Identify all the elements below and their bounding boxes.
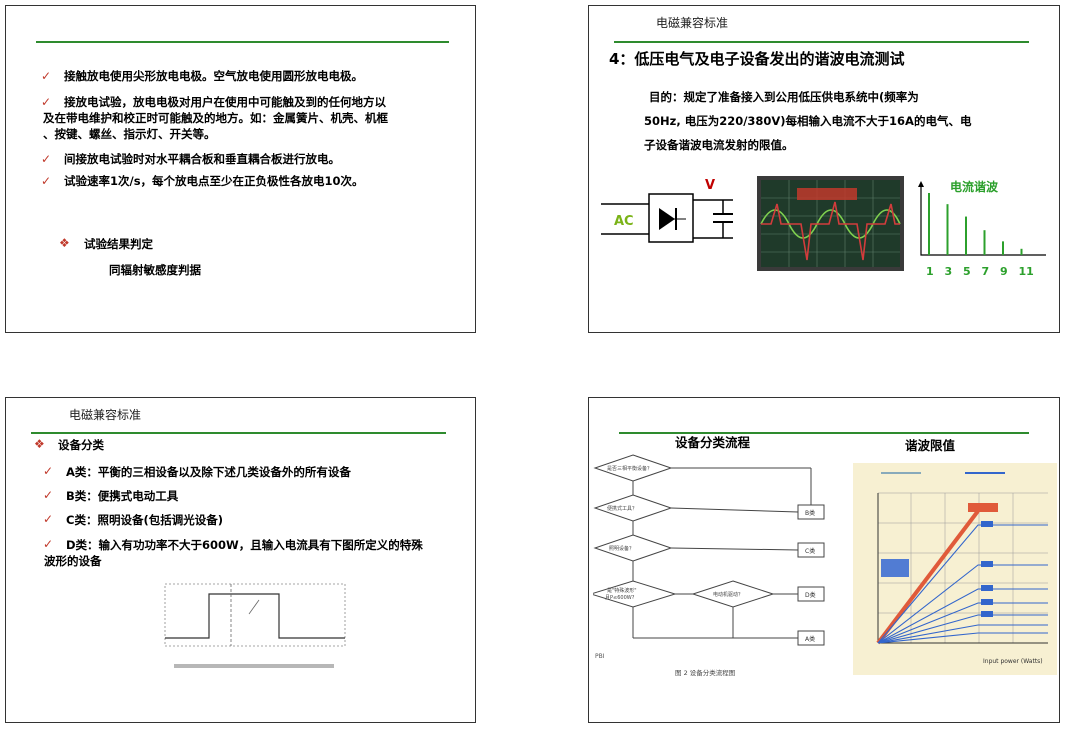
svg-text:便携式工具？: 便携式工具？ bbox=[607, 505, 637, 512]
class-d-item-cont: 波形的设备 bbox=[44, 554, 102, 568]
flow-box-a: A类 bbox=[805, 635, 815, 643]
rectifier-diagram bbox=[601, 193, 733, 243]
check-icon: ✓ bbox=[41, 95, 52, 109]
classification-flowchart: 是否三相平衡设备？ 便携式工具？ 照明设备？ 是"特殊波形" 且P≤600W? … bbox=[593, 454, 825, 660]
flow-box-c: C类 bbox=[805, 547, 815, 555]
flow-caption: 图 2 设备分类流程图 bbox=[675, 669, 736, 677]
harmonic-tick-label: 11 bbox=[1019, 265, 1034, 278]
slide-header: 电磁兼容标准 bbox=[69, 408, 142, 422]
diamond-bullet-icon: ❖ bbox=[59, 236, 70, 250]
class-c-item: C类：照明设备(包括调光设备) bbox=[66, 513, 223, 527]
header-rule bbox=[31, 432, 446, 434]
harmonic-tick-label: 5 bbox=[963, 265, 971, 278]
slide-title: 4：低压电气及电子设备发出的谐波电流测试 bbox=[609, 50, 905, 68]
header-rule bbox=[36, 41, 449, 43]
class-d-item: D类：输入有功功率不大于600W，且输入电流具有下图所定义的特殊 bbox=[66, 538, 423, 552]
oscilloscope-waveform bbox=[757, 176, 904, 271]
slide-header: 电磁兼容标准 bbox=[656, 16, 729, 30]
v-label: V bbox=[705, 178, 716, 193]
class-d-waveform-figure bbox=[164, 583, 346, 668]
class-a-item: A类：平衡的三相设备以及除下述几类设备外的所有设备 bbox=[66, 465, 351, 479]
purpose-line-2: 50Hz, 电压为220/380V)每相输入电流不大于16A的电气、电 bbox=[644, 114, 972, 128]
section-title: 设备分类 bbox=[58, 438, 104, 452]
harmonic-limit-chart: Input power (Watts) bbox=[853, 463, 1057, 675]
svg-text:电动机驱动？: 电动机驱动？ bbox=[713, 591, 743, 598]
slide-esd-test[interactable]: ✓ 接触放电使用尖形放电电极。空气放电使用圆形放电电极。 ✓ 接放电试验，放电电… bbox=[5, 5, 476, 333]
slide-classification-flow[interactable]: 设备分类流程 谐波限值 是否三相平衡设备 bbox=[588, 397, 1060, 723]
harmonic-tick-label: 1 bbox=[926, 265, 934, 278]
slide-equipment-class[interactable]: 电磁兼容标准 ❖ 设备分类 ✓ A类：平衡的三相设备以及除下述几类设备外的所有设… bbox=[5, 397, 476, 723]
svg-text:PBI: PBI bbox=[595, 653, 605, 660]
bullet-text: 间接放电试验时对水平耦合板和垂直耦合板进行放电。 bbox=[64, 152, 340, 166]
check-icon: ✓ bbox=[43, 512, 54, 526]
check-icon: ✓ bbox=[43, 537, 54, 551]
section-title: 试验结果判定 bbox=[84, 237, 153, 251]
bullet-text: 接放电试验，放电电极对用户在使用中可能触及到的任何地方以 bbox=[64, 95, 386, 109]
bullet-text: 接触放电使用尖形放电电极。空气放电使用圆形放电电极。 bbox=[64, 69, 363, 83]
flow-box-d: D类 bbox=[805, 591, 816, 599]
bullet-text-cont: 、按键、螺丝、指示灯、开关等。 bbox=[43, 127, 216, 141]
check-icon: ✓ bbox=[41, 152, 52, 166]
check-icon: ✓ bbox=[41, 69, 52, 83]
header-rule bbox=[614, 41, 1029, 43]
svg-text:且P≤600W?: 且P≤600W? bbox=[605, 595, 635, 601]
harmonic-chart-title: 电流谐波 bbox=[950, 180, 999, 194]
harmonic-tick-label: 7 bbox=[982, 265, 990, 278]
limit-xlabel: Input power (Watts) bbox=[983, 658, 1043, 665]
check-icon: ✓ bbox=[43, 488, 54, 502]
purpose-line-3: 子设备谐波电流发射的限值。 bbox=[644, 138, 794, 152]
svg-text:照明设备？: 照明设备？ bbox=[609, 545, 634, 552]
bullet-text: 试验速率1次/s，每个放电点至少在正负极性各放电10次。 bbox=[64, 174, 364, 188]
harmonic-tick-label: 9 bbox=[1000, 265, 1008, 278]
harmonic-axis-arrow bbox=[918, 181, 924, 187]
harmonic-tick-label: 3 bbox=[945, 265, 953, 278]
header-rule bbox=[619, 432, 1029, 434]
section-text: 同辐射敏感度判据 bbox=[109, 263, 201, 277]
bullet-text-cont: 及在带电维护和校正时可能触及的地方。如：金属簧片、机壳、机框 bbox=[43, 111, 388, 125]
ac-label: AC bbox=[614, 214, 634, 229]
svg-text:是否三相平衡设备？: 是否三相平衡设备？ bbox=[607, 465, 652, 472]
diamond-bullet-icon: ❖ bbox=[34, 437, 45, 451]
harmonic-axis bbox=[920, 183, 1046, 256]
check-icon: ✓ bbox=[41, 174, 52, 188]
check-icon: ✓ bbox=[43, 464, 54, 478]
class-b-item: B类：便携式电动工具 bbox=[66, 489, 179, 503]
svg-text:是"特殊波形": 是"特殊波形" bbox=[607, 587, 637, 594]
slide-harmonic-test[interactable]: 电磁兼容标准 4：低压电气及电子设备发出的谐波电流测试 目的：规定了准备接入到公… bbox=[588, 5, 1060, 333]
flow-title: 设备分类流程 bbox=[675, 435, 751, 450]
flow-box-b: B类 bbox=[805, 509, 815, 517]
purpose-line-1: 目的：规定了准备接入到公用低压供电系统中(频率为 bbox=[649, 90, 919, 104]
limit-title: 谐波限值 bbox=[905, 438, 956, 453]
